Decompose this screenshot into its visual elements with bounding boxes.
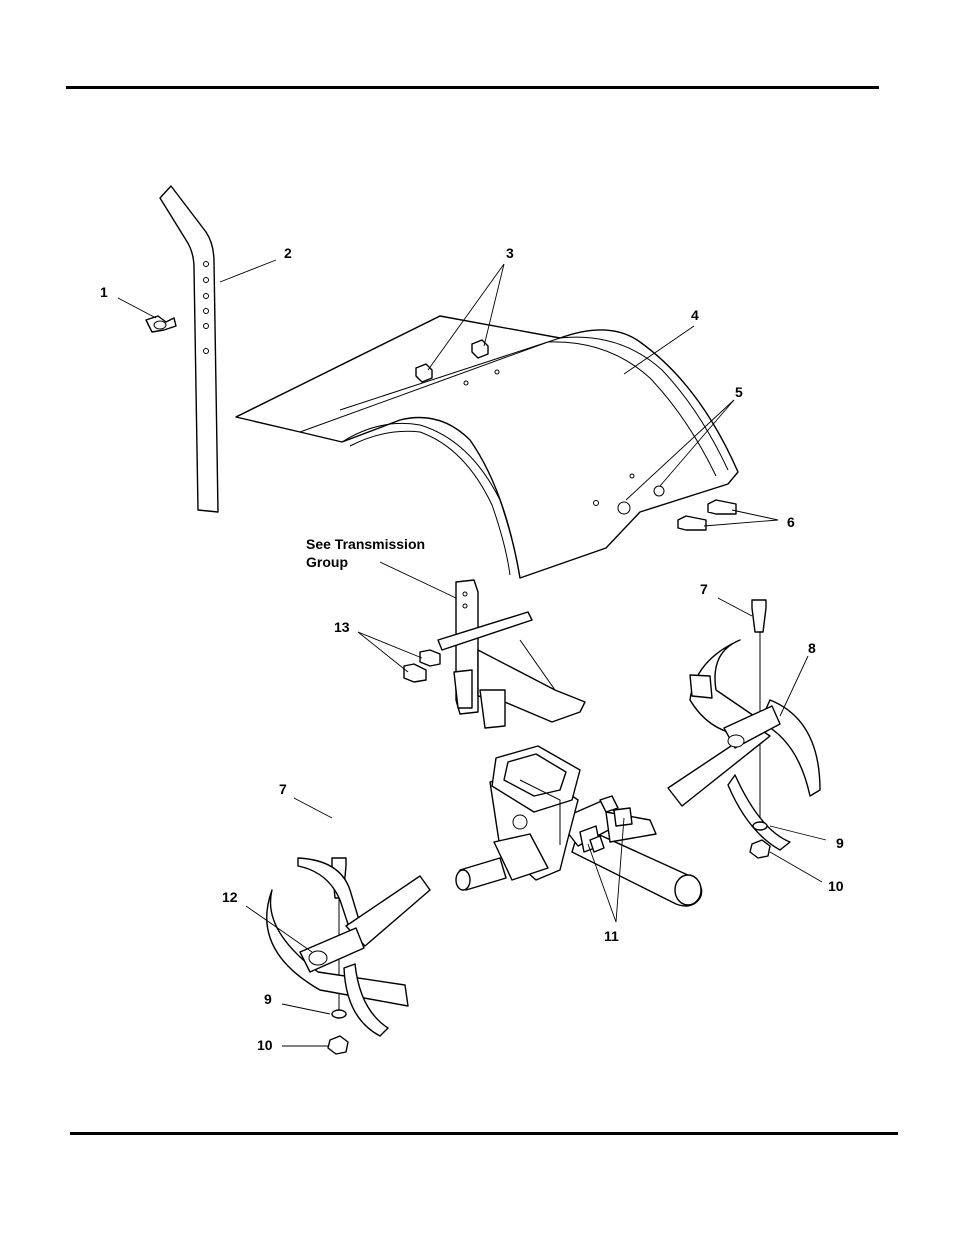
callout-4: 4 <box>691 307 699 323</box>
callout-13: 13 <box>334 619 350 635</box>
left-tine-assembly <box>267 858 430 1054</box>
tine-shaft-gearbox <box>456 746 702 906</box>
callout-3: 3 <box>506 245 514 261</box>
callout-7-left: 7 <box>279 781 287 797</box>
right-tine-assembly <box>668 600 820 858</box>
callout-11: 11 <box>604 928 619 944</box>
note-line-2: Group <box>306 554 348 570</box>
callout-10-right: 10 <box>828 878 844 894</box>
callout-8: 8 <box>808 640 816 656</box>
wing-nut <box>146 316 176 332</box>
transmission-mount-bracket <box>438 580 585 728</box>
callout-5: 5 <box>735 384 743 400</box>
callout-6: 6 <box>787 514 795 530</box>
callout-2: 2 <box>284 245 292 261</box>
callout-7-right: 7 <box>700 581 708 597</box>
depth-stake-bar <box>160 186 218 512</box>
mount-bolts <box>404 650 440 682</box>
callout-10-left: 10 <box>257 1037 273 1053</box>
callout-9-right: 9 <box>836 835 844 851</box>
callout-1: 1 <box>100 284 108 300</box>
callout-9-left: 9 <box>264 991 272 1007</box>
note-line-1: See Transmission <box>306 536 425 552</box>
callout-12: 12 <box>222 889 238 905</box>
